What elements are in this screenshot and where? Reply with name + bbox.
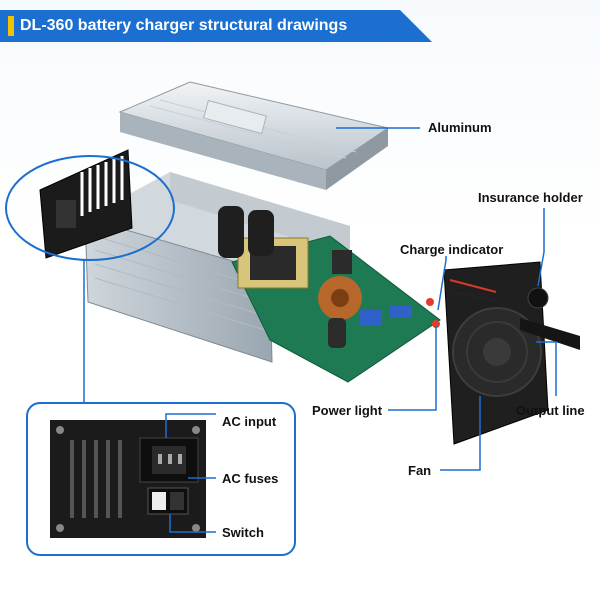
page-title: DL-360 battery charger structural drawin… [20, 17, 348, 34]
rear-ac-panel [39, 149, 133, 259]
aluminum-cover [118, 81, 390, 190]
rear-panel-highlight [5, 155, 175, 261]
callout-output-line: Output line [516, 403, 585, 418]
ac-panel-inset [26, 402, 296, 556]
callout-ac-input: AC input [222, 414, 277, 429]
ac-panel-detail [50, 413, 216, 538]
front-fan-panel [443, 261, 580, 445]
circuit-board [218, 206, 441, 383]
callout-charge-indicator: Charge indicator [400, 242, 504, 257]
callout-power-light: Power light [312, 403, 383, 418]
title-banner-shape [0, 10, 432, 42]
title-accent-bar [8, 16, 14, 36]
title-banner: DL-360 battery charger structural drawin… [0, 10, 432, 42]
callout-ac-fuses: AC fuses [222, 471, 279, 486]
callout-switch: Switch [222, 525, 264, 540]
callout-aluminum: Aluminum [428, 120, 492, 135]
leader-lines [336, 127, 557, 471]
callout-fan: Fan [408, 463, 432, 478]
callout-insurance-holder: Insurance holder [478, 190, 583, 205]
